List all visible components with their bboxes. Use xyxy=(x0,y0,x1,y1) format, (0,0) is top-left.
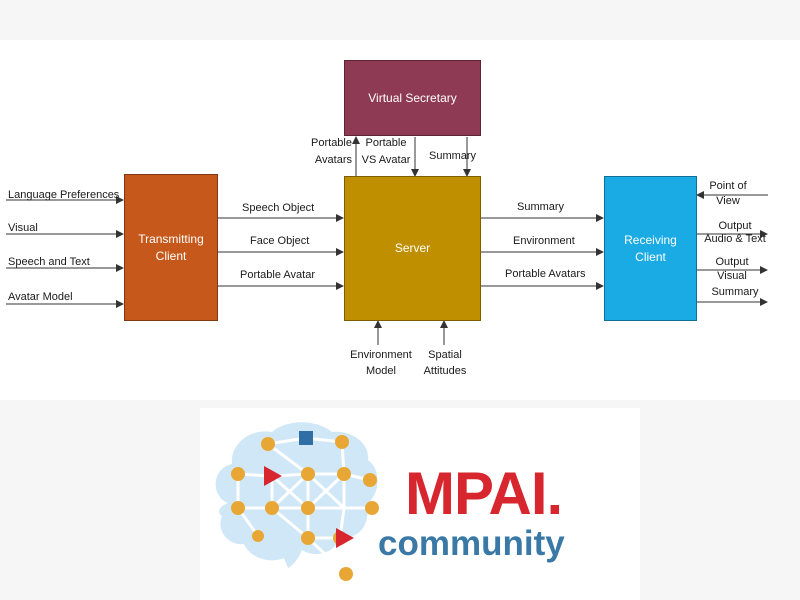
label-environment: Environment xyxy=(513,235,575,247)
play-triangle-2 xyxy=(336,528,354,548)
label-output-summary: Summary xyxy=(711,286,759,298)
architecture-diagram: Virtual Secretary Transmitting Client Se… xyxy=(0,40,800,400)
logo-wordmark: MPAI. xyxy=(405,460,563,527)
label-environment-model: Environment Model xyxy=(350,349,412,377)
play-triangle-1 xyxy=(264,466,282,486)
input-language-preferences: Language Preferences xyxy=(8,189,120,201)
label-portable-avatars: Portable Avatars xyxy=(505,268,586,280)
network-nodes xyxy=(231,435,379,581)
label-speech-object: Speech Object xyxy=(242,202,315,214)
label-portable-avatar: Portable Avatar xyxy=(240,269,316,281)
label-spatial-attitudes: Spatial Attitudes xyxy=(423,349,467,377)
label-summary: Summary xyxy=(517,201,565,213)
label-output-audio-text: Output Audio & Text xyxy=(704,220,766,245)
diagram-arrows xyxy=(6,136,768,345)
receiving-client-label-line2: Client xyxy=(635,249,666,264)
label-portable-vs-avatar: Portable VS Avatar xyxy=(361,137,411,166)
receiving-client-label-line1: Receiving xyxy=(624,232,677,247)
top-band xyxy=(0,0,800,40)
label-face-object: Face Object xyxy=(250,235,310,247)
mpai-logo: MPAI. community xyxy=(200,408,640,600)
label-point-of-view: Point of View xyxy=(709,180,747,207)
receiving-client-box: Receiving Client xyxy=(604,176,697,321)
server-label: Server xyxy=(394,241,431,255)
virtual-secretary-box: Virtual Secretary xyxy=(344,60,481,136)
transmitting-client-box: Transmitting Client xyxy=(124,174,218,321)
network-square-node xyxy=(299,431,313,445)
logo-tagline: community xyxy=(378,524,565,563)
label-vs-portable-avatars: Portable Avatars xyxy=(311,137,352,166)
input-visual: Visual xyxy=(8,222,38,234)
transmitting-client-label-line1: Transmitting xyxy=(138,231,204,246)
transmitting-client-label-line2: Client xyxy=(155,248,187,263)
input-speech-and-text: Speech and Text xyxy=(8,256,90,268)
label-output-visual: Output Visual xyxy=(715,256,749,282)
brain-network-icon xyxy=(215,422,379,581)
input-avatar-model: Avatar Model xyxy=(8,291,73,303)
virtual-secretary-label: Virtual Secretary xyxy=(368,90,457,105)
label-vs-summary: Summary xyxy=(429,150,477,162)
server-box: Server xyxy=(344,176,481,321)
